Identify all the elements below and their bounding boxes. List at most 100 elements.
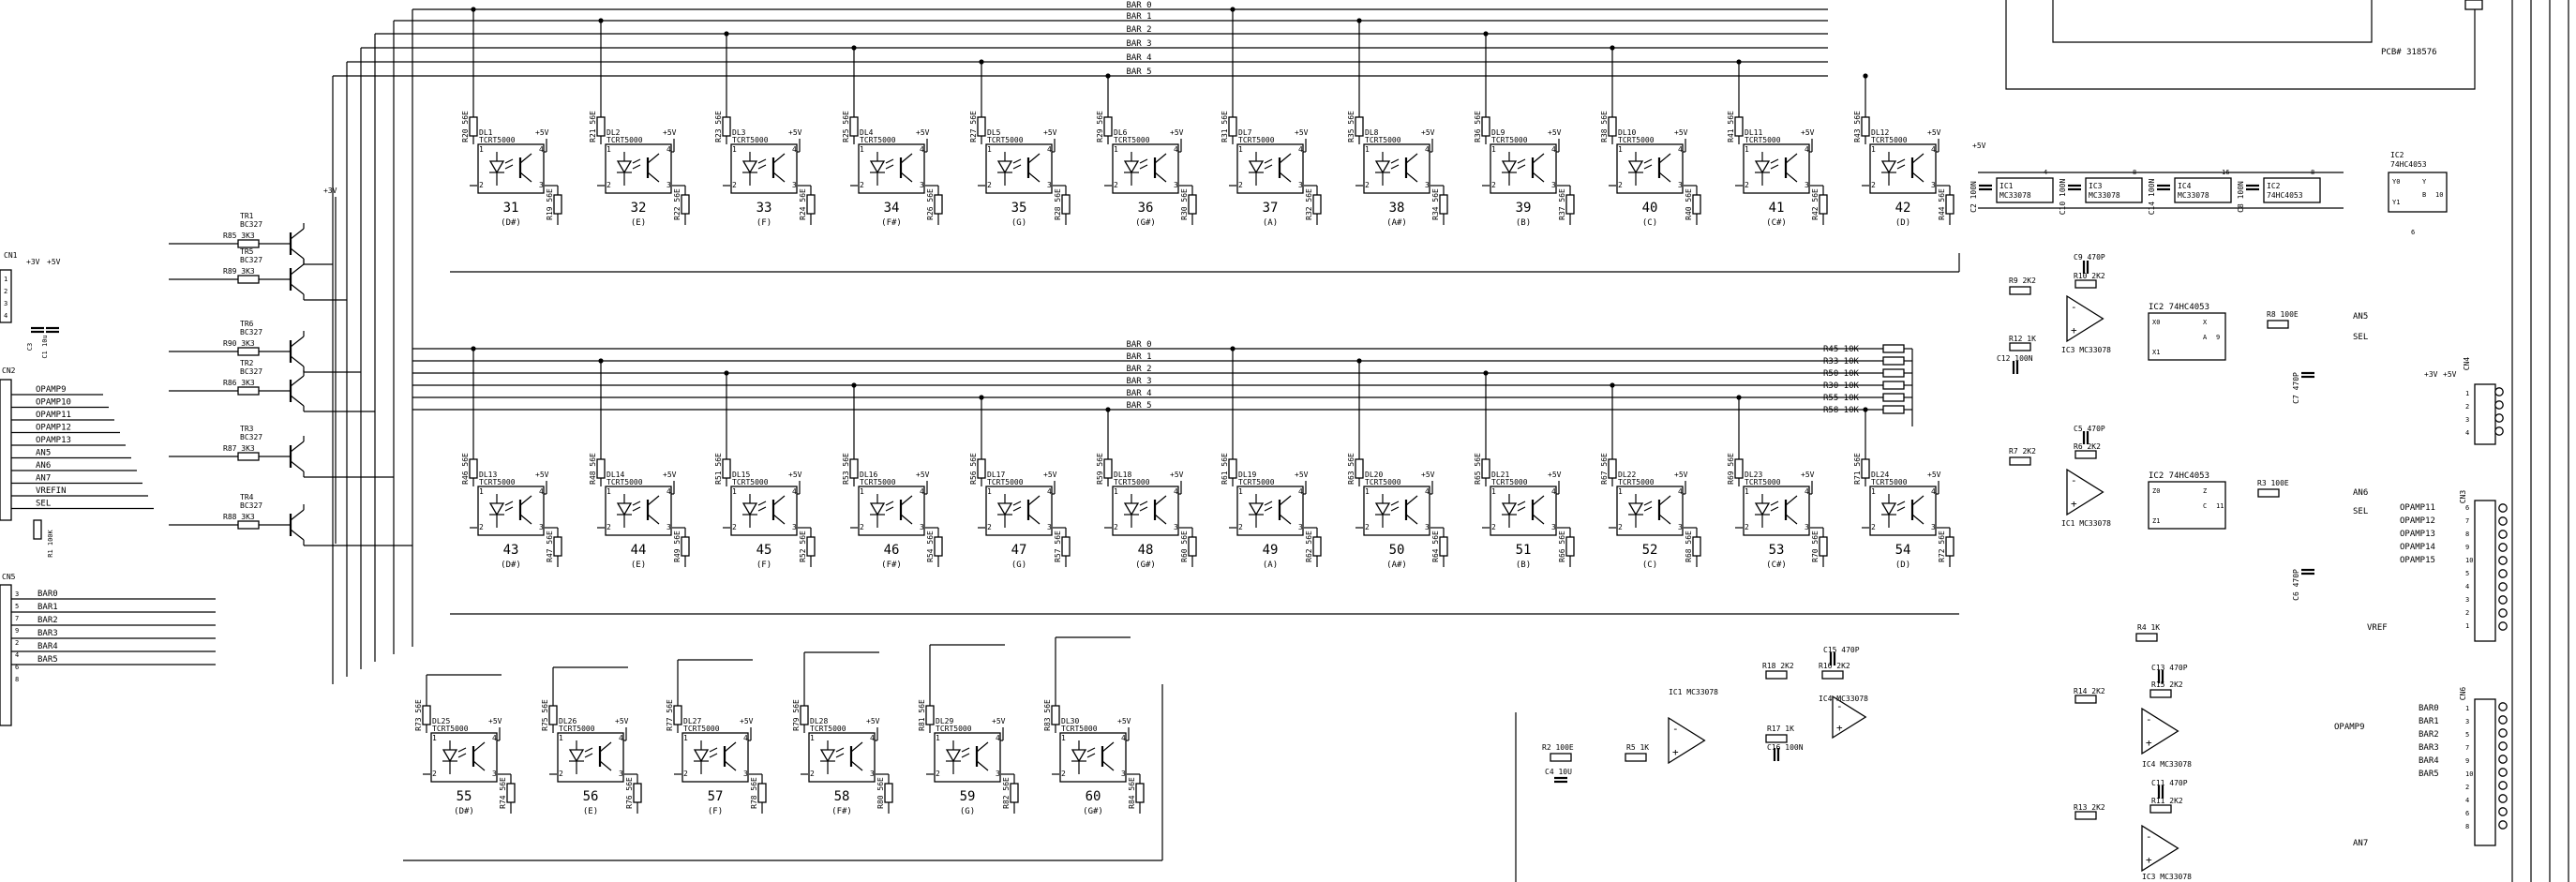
sensor-part: TCRT5000: [936, 725, 972, 733]
junction-dot: [979, 59, 984, 65]
signal-label: SEL: [2353, 333, 2368, 342]
tcrt5000-sensor: [1363, 143, 1430, 194]
wire: [290, 375, 305, 387]
pin-number: 2: [936, 770, 940, 778]
sensor-part: TCRT5000: [479, 136, 516, 144]
transistor-ref: TR3: [240, 425, 254, 433]
pin-number: 4: [792, 487, 797, 496]
pin-number: 4: [2465, 797, 2469, 804]
connector-label: BAR0: [37, 590, 58, 599]
supply-label: +5V: [663, 128, 677, 137]
pin-label: Z0: [2152, 487, 2160, 495]
tcrt5000-sensor: [1743, 486, 1810, 536]
junction-dot: [1356, 18, 1362, 23]
supply-label: +5V: [1421, 128, 1435, 137]
mux-ref: IC2 74HC4053: [2149, 471, 2209, 481]
wire: [961, 753, 970, 758]
connector-pin: [2498, 728, 2508, 738]
supply-label: +3V: [26, 258, 40, 266]
pin-number: 3: [4, 300, 7, 307]
wire: [504, 158, 514, 164]
wire: [1264, 164, 1273, 170]
wire: [900, 514, 913, 525]
resistor-label: R79 56E: [792, 699, 801, 731]
wire: [1139, 506, 1148, 512]
resistor-label: R56 56E: [969, 453, 978, 485]
key-number: 38: [1389, 201, 1405, 216]
connector-label: AN5: [36, 449, 51, 458]
sensor-ref: DL23: [1745, 471, 1762, 479]
signal-label: AN5: [2353, 312, 2368, 321]
resistor-label: R72 56E: [1938, 531, 1946, 562]
signal-label: AN6: [2353, 488, 2368, 498]
supply-label: +5V: [1421, 471, 1435, 479]
sensor-ref: DL18: [1114, 471, 1131, 479]
pin-number: 1: [810, 734, 815, 742]
junction-dot: [1736, 59, 1742, 65]
pin-number: 1: [607, 145, 611, 154]
connector-label: OPAMP12: [2400, 516, 2435, 526]
bar-resistor-label: R33 10K: [1823, 357, 1860, 366]
connector-label: SEL: [36, 500, 51, 509]
supply-label: +5V: [866, 717, 880, 725]
junction-dot: [471, 346, 476, 351]
wire: [1785, 172, 1798, 183]
resistor-label: R52 56E: [799, 531, 807, 562]
junction-dot: [979, 395, 984, 400]
wire: [724, 760, 737, 771]
resistor-label: R67 56E: [1600, 453, 1609, 485]
resistor: [2074, 695, 2097, 704]
pin-number: 1: [2465, 705, 2469, 712]
wire: [976, 741, 989, 753]
wire: [757, 501, 767, 506]
resistor: [1882, 405, 1905, 414]
resistor: [681, 536, 690, 557]
connector-pin: [2498, 608, 2508, 618]
sensor-part: TCRT5000: [810, 725, 846, 733]
wire: [1390, 506, 1400, 512]
resistor: [1608, 116, 1617, 137]
wire: [850, 741, 863, 753]
key-number: 43: [503, 543, 519, 558]
resistor-label: R70 56E: [1811, 531, 1820, 562]
tcrt5000-sensor: [1236, 143, 1304, 194]
supply-label: +5V: [1043, 128, 1057, 137]
supply-label: +5V: [1117, 717, 1131, 725]
wire: [472, 760, 486, 771]
sensor-ref: DL25: [432, 717, 450, 725]
cn1-connector: [0, 269, 12, 323]
pin-number: 1: [1491, 487, 1496, 496]
resistor: [1819, 194, 1828, 215]
pin-number: 3: [539, 181, 544, 189]
sensor-part: TCRT5000: [987, 478, 1024, 486]
supply-label: +5V: [788, 471, 802, 479]
supply-label: +5V: [1801, 128, 1815, 137]
key-number: 40: [1642, 201, 1658, 216]
connector-pin: [2498, 569, 2508, 578]
resistor: [1188, 536, 1197, 557]
transistor-part: BC327: [240, 367, 262, 376]
sensor-ref: DL9: [1491, 128, 1505, 137]
transistor-ref: TR2: [240, 359, 254, 367]
key-note: (A#): [1386, 218, 1407, 228]
tcrt5000-sensor: [1616, 486, 1684, 536]
wire: [1658, 514, 1671, 525]
key-number: 56: [583, 789, 599, 804]
key-number: 60: [1086, 789, 1101, 804]
resistor: [1608, 458, 1617, 479]
key-note: (C#): [1766, 561, 1787, 570]
transistor-ref: TR4: [240, 493, 254, 501]
resistor-label: R62 56E: [1305, 531, 1313, 562]
resistor: [977, 458, 986, 479]
connector-pin: [2498, 781, 2508, 790]
pin-number: 4: [15, 651, 19, 659]
connector-ref: CN3: [2459, 490, 2467, 504]
resistor: [1861, 116, 1870, 137]
opamp-pin: +: [2071, 324, 2077, 336]
connector-label: BAR1: [2419, 717, 2439, 726]
junction-dot: [1105, 73, 1111, 79]
opamp-pin: +: [1672, 746, 1679, 758]
wire: [1532, 514, 1545, 525]
pin-number: 4: [996, 734, 1000, 742]
